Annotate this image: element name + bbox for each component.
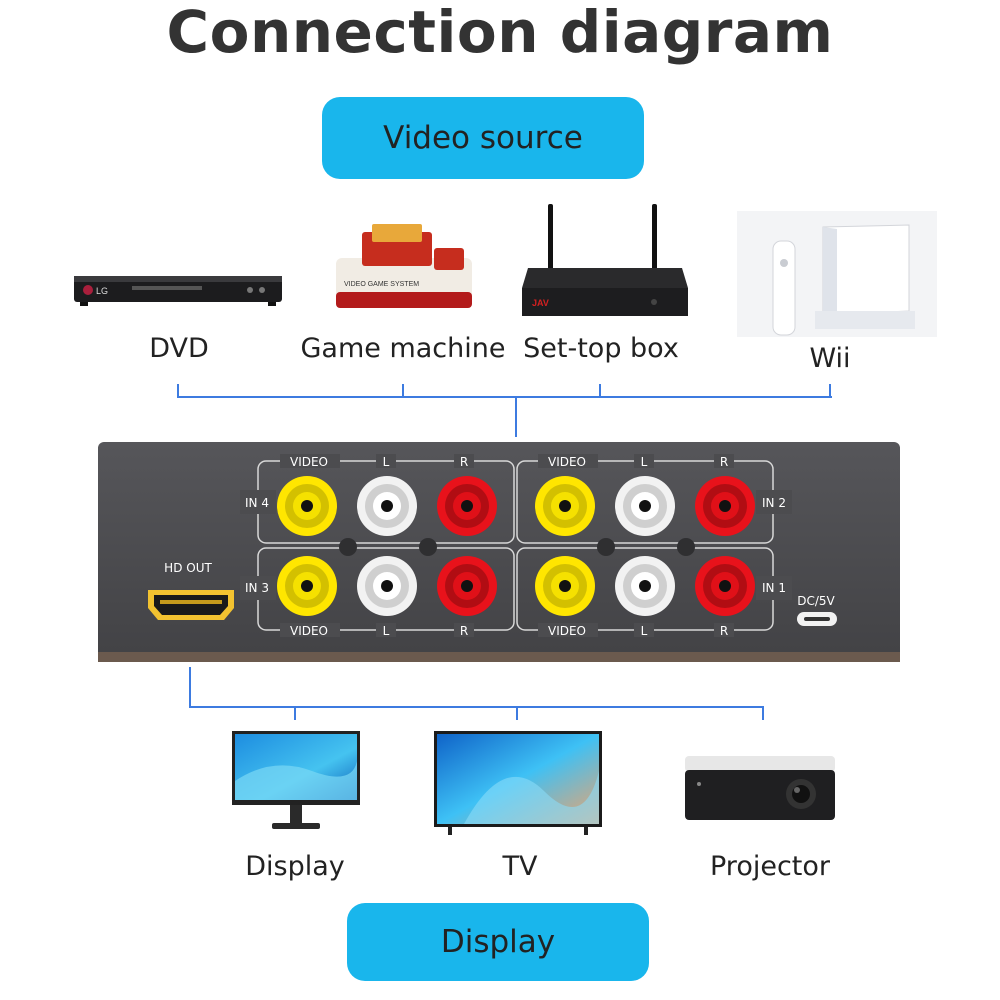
source-label-dvd: DVD xyxy=(149,333,209,364)
dvd-player-icon: LG xyxy=(74,276,282,306)
tv-icon xyxy=(434,731,602,835)
jack-label-left-in4: L xyxy=(383,455,390,469)
hd-out-label: HD OUT xyxy=(164,561,212,575)
source-label-set-top-box: Set-top box xyxy=(523,333,679,364)
output-label-projector: Projector xyxy=(710,851,830,882)
rca-right-in4 xyxy=(437,476,497,536)
output-wire-projector xyxy=(762,706,764,720)
source-label-game-machine: Game machine xyxy=(300,333,506,364)
jack-label-right-in3: R xyxy=(460,624,468,638)
av-switch-panel: VIDEO L R VIDEO L R VIDEO L R VIDEO L R … xyxy=(98,442,900,662)
output-bus-wire xyxy=(189,706,764,708)
dc-label: DC/5V xyxy=(797,594,835,608)
source-wire-stb xyxy=(599,384,601,397)
input-label-in4: IN 4 xyxy=(245,496,269,510)
rca-video-in2 xyxy=(535,476,595,536)
source-wire-wii xyxy=(829,384,831,397)
rca-video-in1 xyxy=(535,556,595,616)
input-label-in1: IN 1 xyxy=(762,581,786,595)
jack-label-video-in3: VIDEO xyxy=(290,624,328,638)
source-bus-wire xyxy=(177,396,832,398)
source-wire-game xyxy=(402,384,404,397)
monitor-icon xyxy=(232,731,360,829)
rca-video-in3 xyxy=(277,556,337,616)
jack-label-right-in1: R xyxy=(720,624,728,638)
video-source-header: Video source xyxy=(322,97,644,179)
game-console-icon: VIDEO GAME SYSTEM xyxy=(336,224,472,308)
jack-label-left-in3: L xyxy=(383,624,390,638)
jack-label-right-in4: R xyxy=(460,455,468,469)
source-label-wii: Wii xyxy=(809,343,851,374)
rca-video-in4 xyxy=(277,476,337,536)
rca-left-in1 xyxy=(615,556,675,616)
input-label-in2: IN 2 xyxy=(762,496,786,510)
console-brand: VIDEO GAME SYSTEM xyxy=(344,281,419,288)
output-wire-tv xyxy=(516,706,518,720)
rca-left-in3 xyxy=(357,556,417,616)
source-wire-dvd xyxy=(177,384,179,397)
output-label-display: Display xyxy=(245,851,345,882)
projector-icon xyxy=(685,756,835,820)
jack-label-video-in1: VIDEO xyxy=(548,624,586,638)
jack-label-right-in2: R xyxy=(720,455,728,469)
output-wire-display xyxy=(294,706,296,720)
jack-label-left-in1: L xyxy=(641,624,648,638)
rca-right-in2 xyxy=(695,476,755,536)
wii-console-icon xyxy=(737,211,937,337)
output-trunk-wire xyxy=(189,667,191,707)
rca-left-in2 xyxy=(615,476,675,536)
jack-label-video-in4: VIDEO xyxy=(290,455,328,469)
jack-label-left-in2: L xyxy=(641,455,648,469)
stb-brand: JAV xyxy=(532,298,549,308)
hdmi-port xyxy=(148,590,234,620)
source-trunk-wire xyxy=(515,396,517,437)
dvd-brand: LG xyxy=(96,286,108,296)
rca-left-in4 xyxy=(357,476,417,536)
set-top-box-icon: JAV xyxy=(522,204,688,316)
page-title: Connection diagram xyxy=(166,0,834,66)
rca-right-in1 xyxy=(695,556,755,616)
jack-label-video-in2: VIDEO xyxy=(548,455,586,469)
input-label-in3: IN 3 xyxy=(245,581,269,595)
display-header: Display xyxy=(347,903,649,981)
rca-right-in3 xyxy=(437,556,497,616)
output-label-tv: TV xyxy=(502,851,538,882)
